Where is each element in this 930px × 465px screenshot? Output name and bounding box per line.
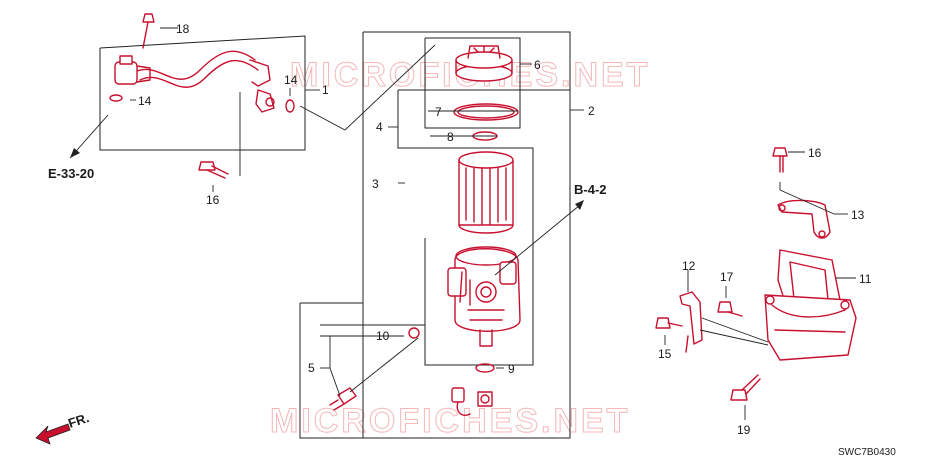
callout-15[interactable]: 15 — [658, 347, 672, 361]
callout-16-left[interactable]: 16 — [206, 193, 220, 207]
callout-6[interactable]: 6 — [534, 58, 541, 72]
watermark-bottom: MICROFICHES.NET — [270, 402, 630, 440]
front-direction-indicator: FR. — [35, 410, 91, 445]
callout-19[interactable]: 19 — [737, 423, 751, 437]
fuel-hose-group — [69, 13, 436, 192]
callout-7[interactable]: 7 — [435, 105, 442, 119]
callout-8[interactable]: 8 — [447, 130, 454, 144]
callout-3[interactable]: 3 — [372, 177, 379, 191]
reference-e-33-20[interactable]: E-33-20 — [48, 166, 94, 181]
callout-13[interactable]: 13 — [851, 208, 865, 222]
callout-1[interactable]: 1 — [322, 83, 329, 97]
callout-11[interactable]: 11 — [859, 272, 872, 286]
callout-14-left[interactable]: 14 — [138, 94, 152, 108]
callout-12[interactable]: 12 — [682, 259, 696, 273]
diagram-code: SWC7B0430 — [838, 447, 896, 458]
callout-4[interactable]: 4 — [376, 120, 383, 134]
callout-9[interactable]: 9 — [508, 362, 515, 376]
callout-14-right[interactable]: 14 — [284, 73, 298, 87]
callout-10[interactable]: 10 — [376, 329, 390, 343]
fuel-filter-group — [299, 31, 584, 439]
front-arrow-icon — [35, 423, 71, 445]
callout-17[interactable]: 17 — [720, 270, 734, 284]
callout-5[interactable]: 5 — [308, 361, 315, 375]
callout-18[interactable]: 18 — [176, 22, 190, 36]
reference-b-4-2[interactable]: B-4-2 — [574, 182, 607, 197]
front-direction-label: FR. — [66, 410, 91, 431]
callout-16-right[interactable]: 16 — [808, 146, 822, 160]
callout-2[interactable]: 2 — [588, 104, 595, 118]
bracket-group — [655, 147, 857, 420]
